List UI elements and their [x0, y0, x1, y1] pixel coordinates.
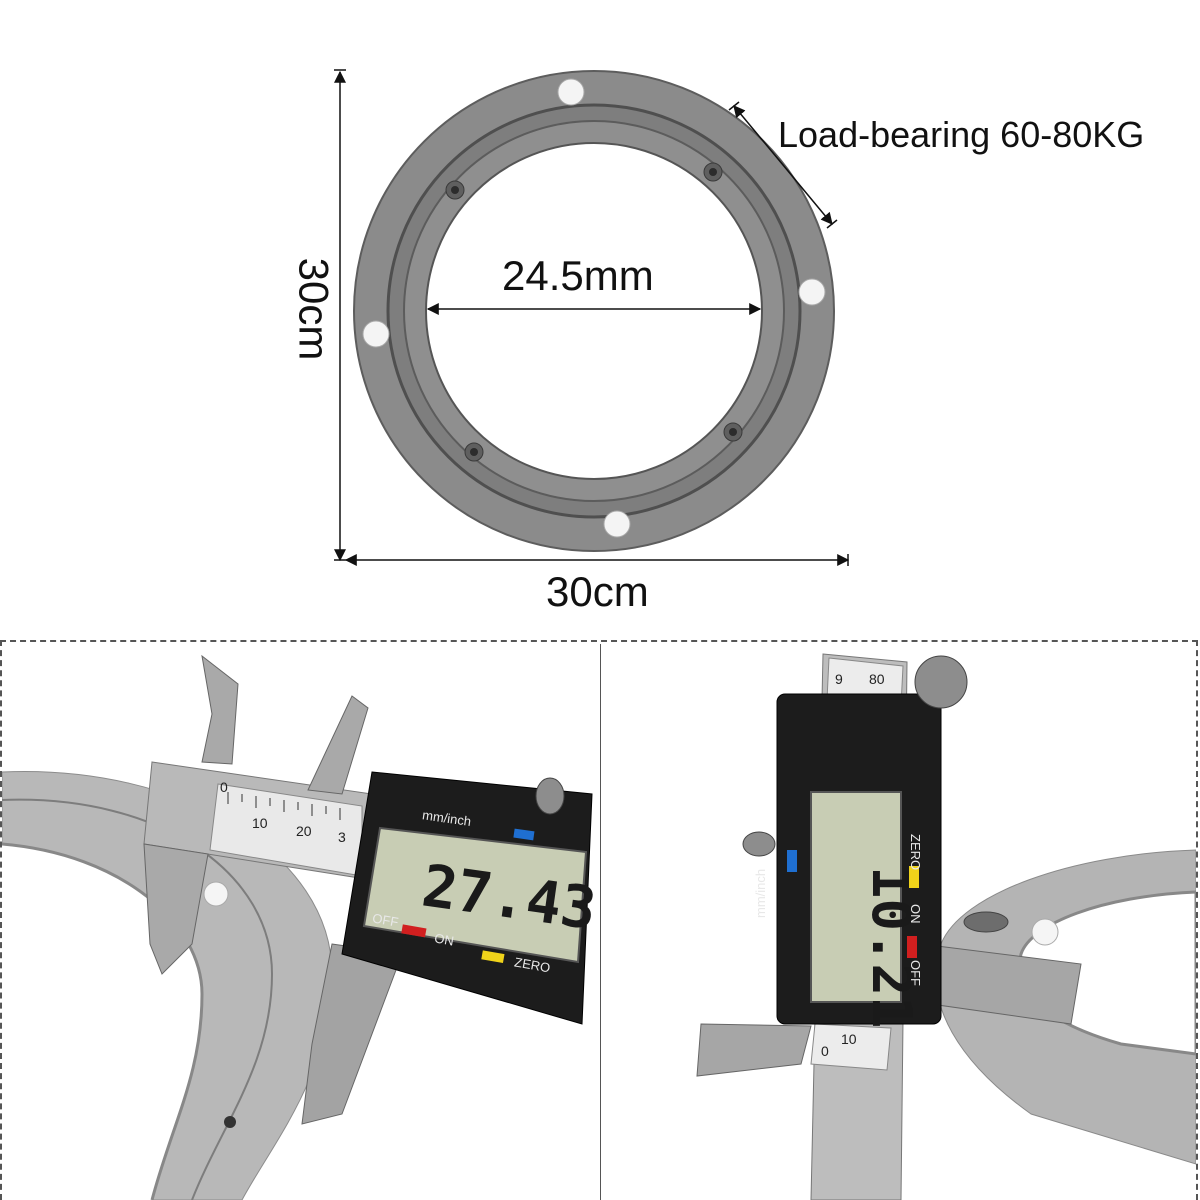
left-scale-20: 20	[296, 823, 312, 839]
right-zero-label: ZERO	[908, 834, 923, 870]
right-power-button[interactable]	[907, 936, 917, 958]
right-unit-label: mm/inch	[753, 869, 768, 918]
divider-vertical	[600, 644, 601, 1200]
turntable-ring-drawing	[334, 69, 850, 566]
right-zero-button[interactable]	[909, 866, 919, 888]
divider-horizontal	[0, 640, 1198, 642]
left-power-button[interactable]	[401, 924, 427, 938]
right-off-label: OFF	[908, 960, 923, 986]
right-scale-0: 0	[821, 1043, 829, 1059]
left-scale-30: 3	[338, 829, 346, 845]
left-scale-ticks	[227, 792, 341, 820]
photo-left-caliper: 0 10 20 3 27.43 mm/inch OFF ON ZERO	[2, 644, 599, 1200]
right-scale-9: 9	[835, 671, 843, 687]
load-bearing-label: Load-bearing 60-80KG	[778, 114, 1145, 155]
left-zero-label: ZERO	[513, 954, 551, 975]
right-caliper-photo: 80 9 0 10 10.21 mm/inch ZERO ON OFF	[696, 653, 1196, 1200]
left-unit-button[interactable]	[513, 828, 535, 841]
left-off-label: OFF	[371, 910, 399, 929]
right-unit-button[interactable]	[787, 850, 797, 872]
inner-diameter-label: 24.5mm	[502, 252, 654, 299]
left-zero-button[interactable]	[481, 950, 505, 964]
right-scale-80: 80	[869, 671, 885, 687]
right-scale-10: 10	[841, 1031, 857, 1047]
width-dimension-label: 30cm	[546, 568, 649, 615]
turntable-ring	[353, 70, 835, 552]
right-on-label: ON	[908, 904, 923, 924]
divider-right-edge	[1196, 640, 1198, 1200]
left-caliper-photo: 0 10 20 3 27.43 mm/inch OFF ON ZERO	[2, 654, 599, 1200]
dimension-lines	[334, 69, 850, 566]
left-scale-10: 10	[252, 815, 268, 831]
bearing-balls	[362, 78, 826, 538]
left-scale-0: 0	[220, 779, 228, 795]
photo-right-caliper: 80 9 0 10 10.21 mm/inch ZERO ON OFF	[601, 644, 1196, 1200]
screw-holes	[445, 162, 743, 462]
divider-left-edge	[0, 640, 2, 1200]
height-dimension-label: 30cm	[290, 257, 338, 361]
product-diagram: Load-bearing 60-80KG 24.5mm 30cm 30cm	[290, 69, 1145, 615]
left-on-label: ON	[433, 930, 455, 948]
left-unit-label: mm/inch	[421, 807, 472, 829]
